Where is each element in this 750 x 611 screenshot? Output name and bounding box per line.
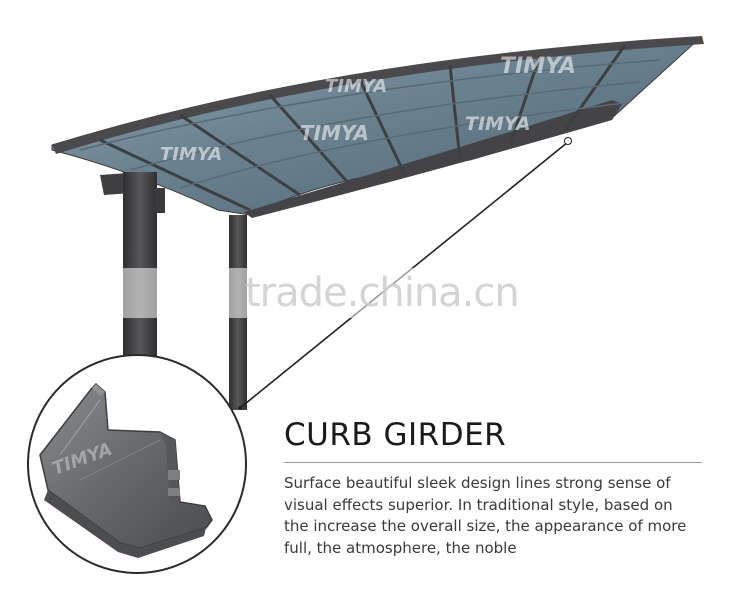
leader-dot [564,137,572,145]
roof-back-beam [244,100,622,218]
description-line: full, the atmosphere, the noble [284,538,517,557]
svg-text:TIMYA: TIMYA [500,54,576,79]
watermark-text: trade.china.cn [245,270,520,316]
description-line: the increase the overall size, the appea… [284,517,687,535]
roof-purlins [79,59,661,189]
description-line: Surface beautiful sleek design lines str… [284,474,671,492]
svg-text:TIMYA: TIMYA [465,113,531,135]
logo-marks: TIMYA TIMYA TIMYA TIMYA TIMYA TIMYA [50,54,576,480]
watermark-band [0,268,750,318]
description: Surface beautiful sleek design lines str… [284,473,724,559]
svg-text:TIMYA: TIMYA [325,76,387,97]
roof-front-edge [52,36,704,154]
svg-text:TIMYA: TIMYA [160,144,222,165]
page-title: CURB GIRDER [284,417,507,453]
svg-text:TIMYA: TIMYA [300,121,369,145]
description-line: visual effects superior. In traditional … [284,495,673,514]
roof-ribs [99,44,627,212]
bracket-left [155,188,165,213]
title-divider [284,462,702,463]
curb-girder-profile [39,382,213,558]
